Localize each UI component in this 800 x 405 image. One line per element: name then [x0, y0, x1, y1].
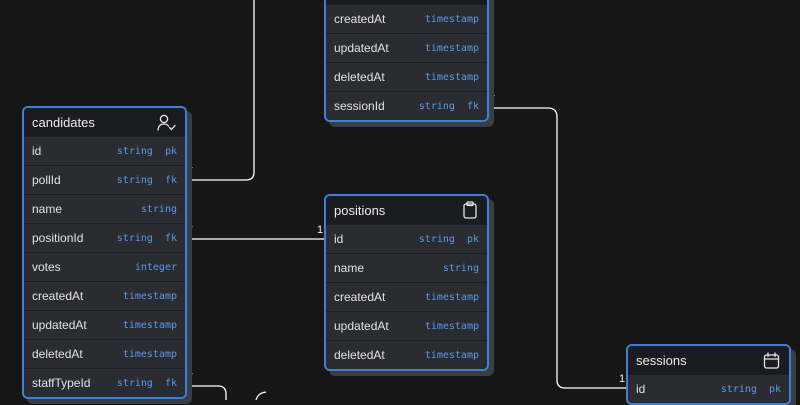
table-row[interactable]: createdAt timestamp — [24, 281, 185, 310]
link-partial-bottom — [255, 391, 267, 400]
cardinality-one: 1 — [317, 224, 324, 236]
table-row[interactable]: staffTypeId string fk — [24, 368, 185, 397]
cardinality-many: * — [189, 165, 193, 176]
column-name: createdAt — [334, 12, 386, 26]
table-header — [326, 0, 487, 4]
table-sessions[interactable]: sessions id string pk — [626, 344, 791, 405]
table-row[interactable]: id string pk — [24, 136, 185, 165]
table-row[interactable]: updatedAt timestamp — [326, 33, 487, 62]
table-row[interactable]: pollId string fk — [24, 165, 185, 194]
column-name: votes — [32, 260, 61, 274]
table-row[interactable]: createdAt timestamp — [326, 282, 487, 311]
table-row[interactable]: sessionId string fk — [326, 91, 487, 120]
column-type: timestamp — [424, 13, 479, 25]
column-type: string pk — [116, 145, 177, 157]
column-name: id — [636, 382, 646, 396]
column-type: integer — [134, 261, 177, 273]
table-row[interactable]: updatedAt timestamp — [326, 311, 487, 340]
column-type: timestamp — [122, 348, 177, 360]
column-type: timestamp — [424, 349, 479, 361]
table-row[interactable]: deletedAt timestamp — [326, 340, 487, 369]
column-name: updatedAt — [334, 41, 389, 55]
column-name: updatedAt — [32, 318, 87, 332]
table-header: positions — [326, 196, 487, 224]
column-name: createdAt — [32, 289, 84, 303]
column-name: createdAt — [334, 290, 386, 304]
column-name: deletedAt — [334, 70, 385, 84]
table-row[interactable]: name string — [24, 194, 185, 223]
column-type: string — [140, 203, 177, 215]
column-type: string fk — [116, 377, 177, 389]
user-check-icon — [157, 114, 176, 131]
clipboard-icon — [462, 201, 478, 219]
table-row[interactable]: id string pk — [628, 374, 789, 403]
table-title: positions — [334, 202, 386, 218]
cardinality-many: * — [491, 93, 495, 104]
link-candidates-stafftypeid — [184, 385, 227, 400]
column-type: timestamp — [122, 290, 177, 302]
column-name: sessionId — [334, 99, 385, 113]
column-name: staffTypeId — [32, 376, 91, 390]
table-title: candidates — [32, 114, 95, 130]
table-row[interactable]: votes integer — [24, 252, 185, 281]
table-row[interactable]: id string pk — [326, 224, 487, 253]
link-candidates-pollid — [184, 0, 255, 181]
cardinality-many: * — [189, 224, 193, 235]
column-type: timestamp — [424, 320, 479, 332]
column-type: string fk — [116, 174, 177, 186]
column-name: deletedAt — [32, 347, 83, 361]
table-candidates[interactable]: candidates id string pk pollId string fk… — [22, 106, 187, 399]
column-type: string pk — [418, 233, 479, 245]
column-type: timestamp — [424, 71, 479, 83]
column-name: name — [32, 202, 63, 216]
column-name: name — [334, 261, 365, 275]
column-type: string fk — [418, 100, 479, 112]
column-type: string — [442, 262, 479, 274]
calendar-icon — [763, 351, 780, 369]
table-row[interactable]: positionId string fk — [24, 223, 185, 252]
table-title: sessions — [636, 352, 687, 368]
table-header: candidates — [24, 108, 185, 136]
link-top-sessionid — [486, 107, 627, 389]
column-type: string fk — [116, 232, 177, 244]
column-type: timestamp — [424, 42, 479, 54]
column-name: positionId — [32, 231, 84, 245]
table-header: sessions — [628, 346, 789, 374]
column-type: timestamp — [122, 319, 177, 331]
column-name: deletedAt — [334, 348, 385, 362]
table-positions[interactable]: positions id string pk name string creat… — [324, 194, 489, 371]
column-name: id — [32, 144, 42, 158]
column-type: string pk — [720, 383, 781, 395]
column-type: timestamp — [424, 291, 479, 303]
table-row[interactable]: deletedAt timestamp — [326, 62, 487, 91]
table-row[interactable]: updatedAt timestamp — [24, 310, 185, 339]
column-name: pollId — [32, 173, 61, 187]
table-row[interactable]: deletedAt timestamp — [24, 339, 185, 368]
cardinality-one: 1 — [619, 373, 626, 385]
table-row[interactable]: createdAt timestamp — [326, 4, 487, 33]
column-name: updatedAt — [334, 319, 389, 333]
cardinality-many: * — [189, 371, 193, 382]
column-name: id — [334, 232, 344, 246]
table-row[interactable]: name string — [326, 253, 487, 282]
table-top[interactable]: createdAt timestamp updatedAt timestamp … — [324, 0, 489, 122]
